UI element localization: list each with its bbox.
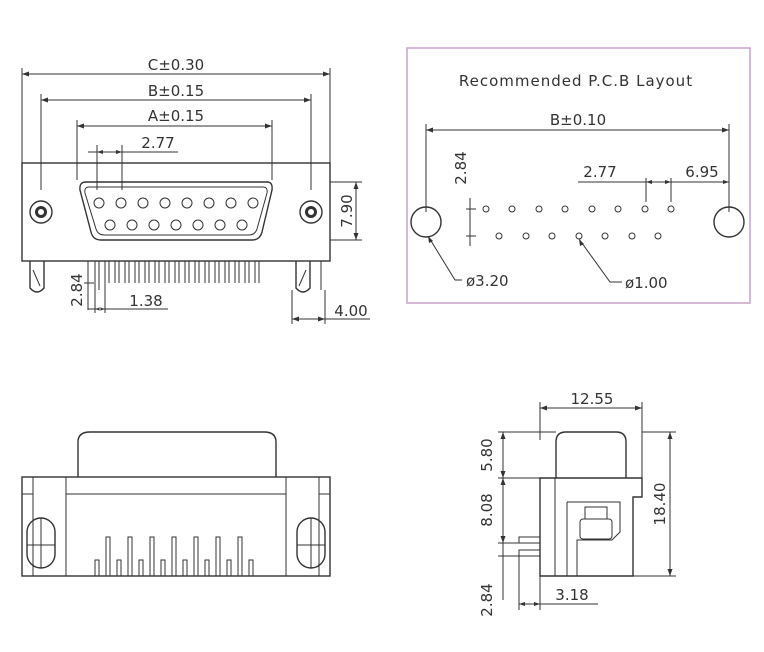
dim-c-label: C±0.30 [148,56,204,74]
side-dim-depth-label: 3.18 [555,586,588,604]
bottom-pins [94,536,254,577]
pin-row-2 [104,219,248,231]
side-dim-shell-label: 5.80 [478,438,496,471]
side-dim-total-label: 18.40 [651,483,669,526]
pcb-hole-small-label: ø1.00 [625,274,668,292]
front-view: C±0.30 B±0.15 A±0.15 2.77 [21,56,370,324]
pcb-dim-b-label: B±0.10 [550,111,606,129]
pcb-dim-offset-label: 6.95 [685,163,718,181]
pcb-hole-row-1 [482,205,675,213]
pcb-layout-panel: Recommended P.C.B Layout B±0.10 2.84 2.7… [406,47,751,304]
dim-row-gap-label: 2.84 [68,273,86,306]
side-dim-pin-label: 2.84 [478,583,496,616]
pcb-hole-row-2 [495,232,662,240]
dim-mount-label: 4.00 [334,302,367,320]
dim-b-label: B±0.15 [148,82,204,100]
pcb-layout-title: Recommended P.C.B Layout [459,72,693,90]
dim-pin-width-label: 1.38 [129,292,162,310]
pin-row-1 [93,197,259,209]
side-dim-width-label: 12.55 [571,390,614,408]
dim-a-label: A±0.15 [148,107,204,125]
dim-height-label: 7.90 [338,194,356,227]
side-view: 12.55 5.80 8.08 2.84 18.40 [478,390,676,617]
pcb-hole-large-label: ø3.20 [466,272,509,290]
pcb-dim-pitch-label: 2.77 [583,163,616,181]
pin-tails [94,261,260,290]
pcb-dim-row-gap-label: 2.84 [452,151,470,184]
dim-pitch-label: 2.77 [141,134,174,152]
side-dim-body-label: 8.08 [478,493,496,526]
bottom-view [21,431,331,577]
